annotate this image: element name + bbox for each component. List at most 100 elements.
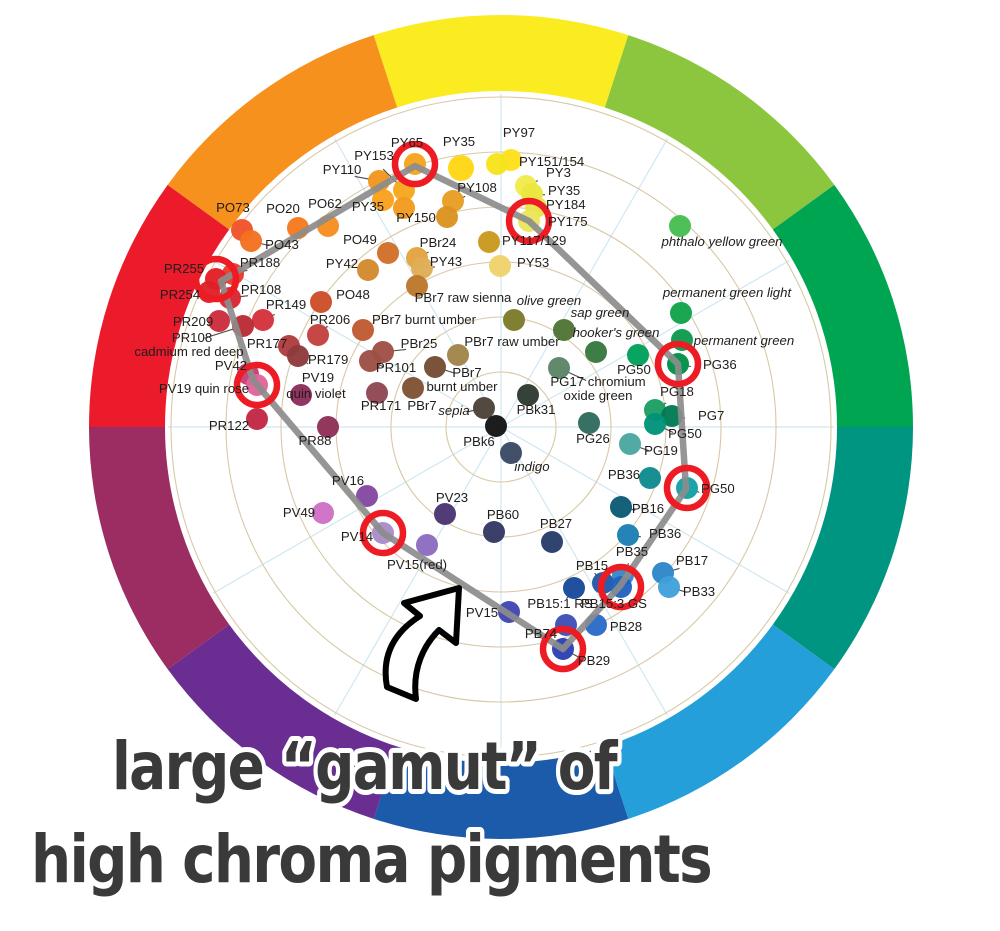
pigment-dot [393, 197, 415, 219]
wheel-segment-red-violet [89, 427, 230, 670]
pigment-label: PG19 [644, 443, 678, 458]
pigment-label: PV16 [332, 473, 364, 488]
pigment-dot-pb27 [541, 531, 563, 553]
label-leader [566, 371, 587, 382]
pigment-label: PG50 [701, 481, 735, 496]
pigment-dot-sepia [473, 397, 495, 419]
pigment-dot-pr206 [307, 324, 329, 346]
pigment-label: PO73 [216, 200, 250, 215]
pigment-label: PR122 [209, 418, 249, 433]
pigment-dot-pbr7-burnt-umber [424, 356, 446, 378]
pigment-label: PB35 [616, 544, 648, 559]
pigment-label: PY42 [326, 256, 358, 271]
pigment-label: PB15:3 GS [581, 596, 647, 611]
pigment-label: PO43 [265, 237, 299, 252]
pigment-dot-pg19 [619, 433, 641, 455]
pigment-label: PR108 [241, 282, 281, 297]
pigment-dot-py43 [411, 257, 433, 279]
pigment-dot-pb36 [639, 467, 661, 489]
pigment-dot-pr101 [359, 350, 381, 372]
pigment-dot-permanent-green-light [670, 302, 692, 324]
pigment-label: quin violet [286, 386, 346, 401]
labels-layer: PY97PY35PY151/154PY3PY35PY184PY175PY65PY… [134, 125, 794, 668]
pigment-label: PR188 [240, 255, 280, 270]
pigment-label: PY117/129 [502, 233, 566, 248]
pigment-dot-pv15-red- [416, 534, 438, 556]
wheel-segment-yellow [373, 15, 629, 108]
label-leader [391, 348, 407, 352]
pigment-label: PY108 [457, 180, 497, 195]
pigment-label: PB17 [676, 553, 708, 568]
pigment-dot-sap-green [553, 319, 575, 341]
pigment-dot-po49 [377, 242, 399, 264]
pigment-label: PG7 [698, 408, 724, 423]
pigment-label: PV23 [436, 490, 468, 505]
grid-circle [225, 151, 777, 703]
pigment-label: PBr24 [420, 235, 457, 250]
pigment-dot-pbr7-burnt-umber [352, 319, 374, 341]
pigment-dot-pg50 [627, 344, 649, 366]
pigment-dot-pg7 [661, 405, 683, 427]
pigment-dot-pbk6 [485, 415, 507, 437]
pigment-label: PB74 [525, 626, 557, 641]
wheel-segment-orange [167, 35, 398, 230]
pigment-dot-pr171 [366, 382, 388, 404]
poly-layer [217, 162, 690, 653]
pigment-label: PBr7 [407, 398, 436, 413]
ring-layer [89, 15, 913, 839]
pigment-label: PY184 [546, 197, 586, 212]
pigment-label: PO20 [266, 201, 300, 216]
pigment-label: PBr7 burnt umber [372, 312, 477, 327]
label-leader [204, 328, 235, 339]
pigment-label: phthalo yellow green [661, 234, 783, 249]
pigment-label: olive green [517, 293, 582, 308]
pigment-label: PY43 [430, 254, 462, 269]
pigment-dot-pbr7-raw-sienna [406, 275, 428, 297]
pigment-dot-hooker-s-green [585, 341, 607, 363]
pigment-label: oxide green [564, 388, 633, 403]
pigment-label: PV15(red) [387, 557, 447, 572]
rings-layer [192, 140, 711, 673]
pigment-label: PY35 [548, 183, 580, 198]
pigment-label: PR108 [172, 330, 212, 345]
pigment-label: sepia [438, 403, 470, 418]
pigment-dot-py151-154 [486, 153, 508, 175]
wheel-segment-blue-green [772, 427, 913, 670]
pigment-label: PV19 [302, 370, 334, 385]
pigment-label: PR149 [266, 297, 306, 312]
pigment-label: sap green [571, 305, 630, 320]
pigment-label: PB36 [608, 467, 640, 482]
pigment-dot-phthalo-yellow-green [669, 215, 691, 237]
pigment-label: PY53 [517, 255, 549, 270]
pigment-dot-py42 [357, 259, 379, 281]
pigment-label: PO62 [308, 196, 342, 211]
pigment-label: PG50 [617, 362, 651, 377]
pigment-label: PB15:1 RS [527, 596, 592, 611]
pigment-label: PG50 [668, 426, 702, 441]
highlight-ring [654, 340, 702, 388]
pigment-label: PB29 [578, 653, 610, 668]
pigment-label: PV15 [466, 605, 498, 620]
pigment-label: PB36 [649, 526, 681, 541]
wheel-segment-red [89, 184, 230, 427]
pigment-dot-pv23 [434, 503, 456, 525]
pigment-label: PG18 [660, 384, 694, 399]
pigment-label: PB33 [683, 584, 715, 599]
pigment-label: PY35 [443, 134, 475, 149]
pigment-label: PY110 [323, 162, 362, 177]
pigment-dot-pb15-1-rs [563, 577, 585, 599]
pigment-label: PR179 [308, 352, 348, 367]
highlight-ring [597, 563, 645, 611]
pigment-label: PBr7 [452, 365, 481, 380]
pigment-dot-py117-129 [478, 231, 500, 253]
pigment-dot-pr122 [246, 408, 268, 430]
label-leader [354, 175, 371, 180]
pigment-dot-py150 [436, 206, 458, 228]
grid-spoke [212, 426, 502, 595]
pigment-label: PB16 [632, 501, 664, 516]
pigment-dot-pv49 [312, 502, 334, 524]
pigment-dot-pb60 [483, 521, 505, 543]
pigment-label: PBk31 [517, 402, 556, 417]
pigment-dot-pg17-chromium-oxide-green [548, 357, 570, 379]
